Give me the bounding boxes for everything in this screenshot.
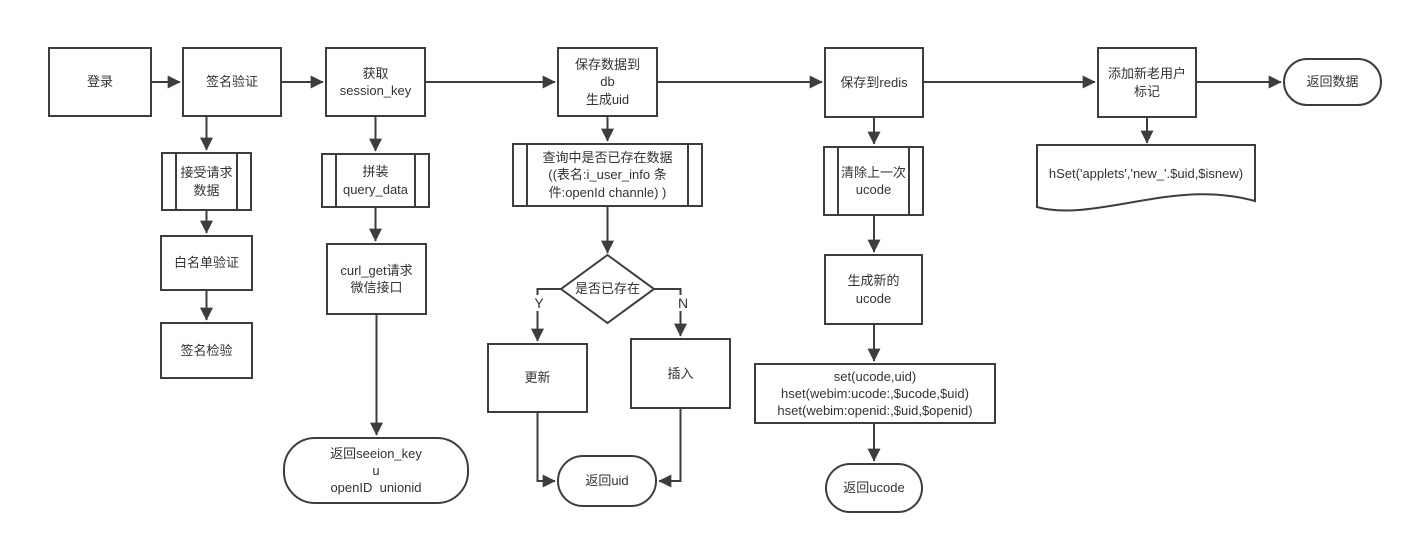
query-exists-label: 查询中是否已存在数据 ((表名:i_user_info 条 件:openId c… [542,150,673,200]
node-sign-check: 签名检验 [160,322,253,379]
login-label: 登录 [86,74,113,90]
branch-label-yes: Y [529,295,549,311]
node-login: 登录 [48,47,152,117]
node-query-exists: 查询中是否已存在数据 ((表名:i_user_info 条 件:openId c… [512,143,703,207]
return-uid-label: 返回uid [585,473,629,489]
branch-label-no: N [673,295,693,311]
node-return-uid: 返回uid [557,455,657,507]
node-update: 更新 [487,343,588,413]
node-sign-verify: 签名验证 [182,47,282,117]
clear-ucode-label: 清除上一次 ucode [840,164,906,197]
sign-verify-label: 签名验证 [205,74,258,90]
node-redis-commands: set(ucode,uid) hset(webim:ucode:,$ucode,… [754,363,996,424]
predefined-bar-left [175,152,177,211]
assemble-query-label: 拼装 query_data [342,164,409,197]
sign-check-label: 签名检验 [180,342,233,358]
get-session-key-label: 获取 session_key [339,65,412,98]
save-db-label: 保存数据到 db 生成uid [574,57,640,107]
edge-decision-no-to-insert [654,288,687,337]
add-user-flag-label: 添加新老用户 标记 [1107,66,1186,99]
node-add-user-flag: 添加新老用户 标记 [1097,47,1197,118]
insert-label: 插入 [667,365,694,381]
exists-decision-label: 是否已存在 [574,281,640,297]
node-clear-ucode: 清除上一次 ucode [823,146,924,216]
node-get-session-key: 获取 session_key [325,47,426,117]
hset-doc-label: hSet('applets','new_'.$uid,$isnew) [1048,166,1244,182]
decision-diamond-shape [559,253,656,325]
node-gen-ucode: 生成新的 ucode [824,254,923,325]
node-whitelist-verify: 白名单验证 [160,235,253,291]
curl-get-label: curl_get请求 微信接口 [340,262,413,295]
node-return-session-key: 返回seeion_key u openID unionid [283,437,469,504]
node-save-redis: 保存到redis [824,47,924,118]
node-accept-request: 接受请求 数据 [161,152,252,211]
accept-request-label: 接受请求 数据 [180,165,233,198]
predefined-bar-left [526,143,528,207]
node-assemble-query: 拼装 query_data [321,153,430,208]
predefined-bar-left [837,146,839,216]
node-hset-doc: hSet('applets','new_'.$uid,$isnew) [1040,152,1252,196]
node-exists-decision: 是否已存在 [561,255,654,323]
predefined-bar-right [687,143,689,207]
redis-commands-label: set(ucode,uid) hset(webim:ucode:,$ucode,… [777,368,973,419]
edge-insert-to-return-uid [658,409,682,488]
document-shape [1036,144,1256,212]
return-data-label: 返回数据 [1306,74,1359,90]
edge-update-to-return-uid [536,413,556,488]
whitelist-verify-label: 白名单验证 [173,255,239,271]
node-curl-get: curl_get请求 微信接口 [326,243,427,315]
predefined-bar-right [236,152,238,211]
node-return-ucode: 返回ucode [825,463,923,513]
update-label: 更新 [524,370,551,386]
node-return-data: 返回数据 [1283,58,1382,106]
node-save-db: 保存数据到 db 生成uid [557,47,658,117]
predefined-bar-left [335,153,337,208]
edge-decision-yes-to-update [531,288,561,342]
gen-ucode-label: 生成新的 ucode [847,273,900,306]
predefined-bar-right [908,146,910,216]
return-session-key-label: 返回seeion_key u openID unionid [330,445,422,496]
save-redis-label: 保存到redis [840,74,908,90]
node-insert: 插入 [630,338,731,409]
return-ucode-label: 返回ucode [843,480,905,496]
predefined-bar-right [414,153,416,208]
